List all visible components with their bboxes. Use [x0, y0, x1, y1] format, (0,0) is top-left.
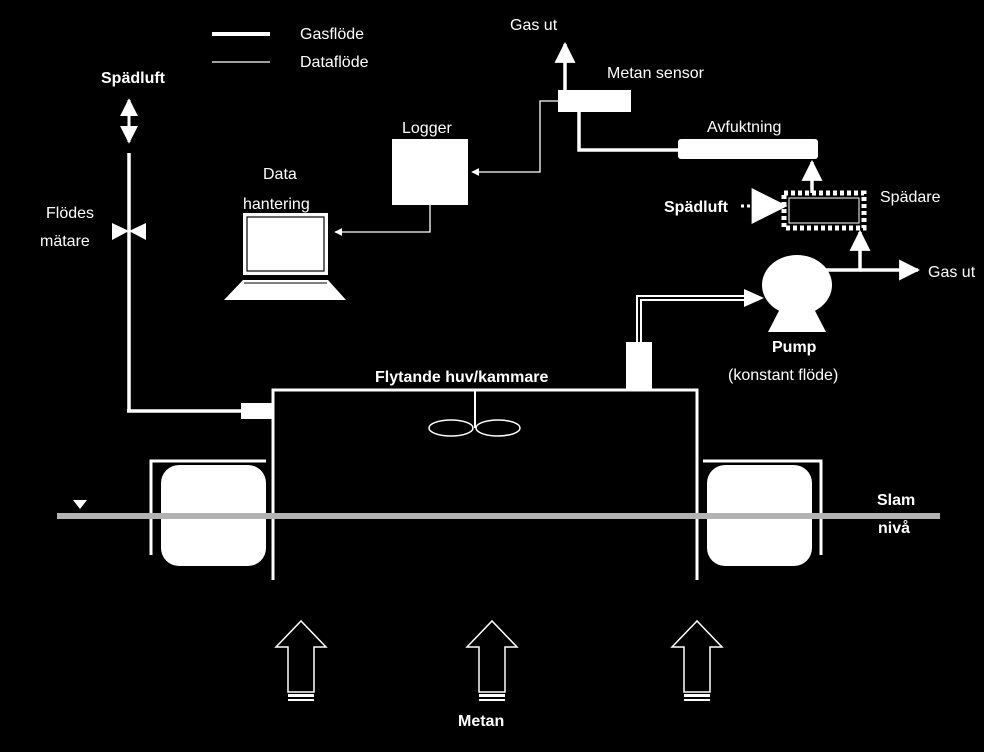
valve-icon: [112, 223, 146, 240]
pump-to-diluter-pipe: [826, 229, 871, 272]
sensor-to-logger-data-line: [471, 100, 558, 176]
data-handling-label-line2: hantering: [243, 196, 310, 213]
methane-sensor-label: Metan sensor: [607, 65, 705, 82]
diluter-label: Spädare: [880, 189, 941, 206]
hood-gas-outlet: [626, 342, 652, 390]
sludge-level-label-line2: nivå: [878, 519, 910, 537]
hood-to-pump-pipe: [636, 295, 755, 343]
hood-to-pump-arrowhead: [744, 289, 764, 307]
sensor-to-dehumidifier-pipe: [577, 112, 680, 152]
logger-label: Logger: [402, 120, 452, 137]
laptop-icon: [224, 213, 346, 300]
pump-note-label: (konstant flöde): [728, 367, 838, 384]
level-marker-icon: [73, 500, 87, 509]
dehumidifier: [678, 139, 818, 159]
legend-data-flow-label: Dataflöde: [300, 54, 369, 71]
logger-box: [392, 139, 468, 205]
legend-gas-flow-label: Gasflöde: [300, 26, 364, 43]
methane-arrow-icon: [274, 619, 328, 701]
methane-sensor: [558, 90, 631, 112]
gas-out-right-label: Gas ut: [928, 264, 976, 281]
methane-arrow-icon: [465, 619, 519, 701]
methane-arrow-icon: [670, 619, 724, 701]
pump-icon: [762, 255, 832, 332]
hood-air-inlet: [241, 403, 273, 419]
flow-meter-label-line1: Flödes: [46, 205, 94, 222]
sludge-level-label-line1: Slam: [877, 492, 915, 509]
floating-hood-outline: [271, 388, 699, 580]
gas-out-top-label: Gas ut: [510, 17, 558, 34]
legend: Gasflöde Dataflöde: [212, 26, 369, 71]
methane-label: Metan: [458, 713, 504, 730]
pump-label: Pump: [772, 339, 817, 356]
data-handling-label-line1: Data: [263, 166, 297, 183]
flow-meter-label-line2: mätare: [40, 233, 90, 250]
logger-to-laptop-data-line: [334, 205, 431, 236]
dilution-air-right-label: Spädluft: [664, 199, 729, 216]
dilution-air-left-label: Spädluft: [101, 70, 166, 87]
floating-hood-label: Flytande huv/kammare: [375, 369, 549, 386]
dehumidifier-label: Avfuktning: [707, 119, 781, 136]
mixer-icon: [428, 390, 521, 437]
